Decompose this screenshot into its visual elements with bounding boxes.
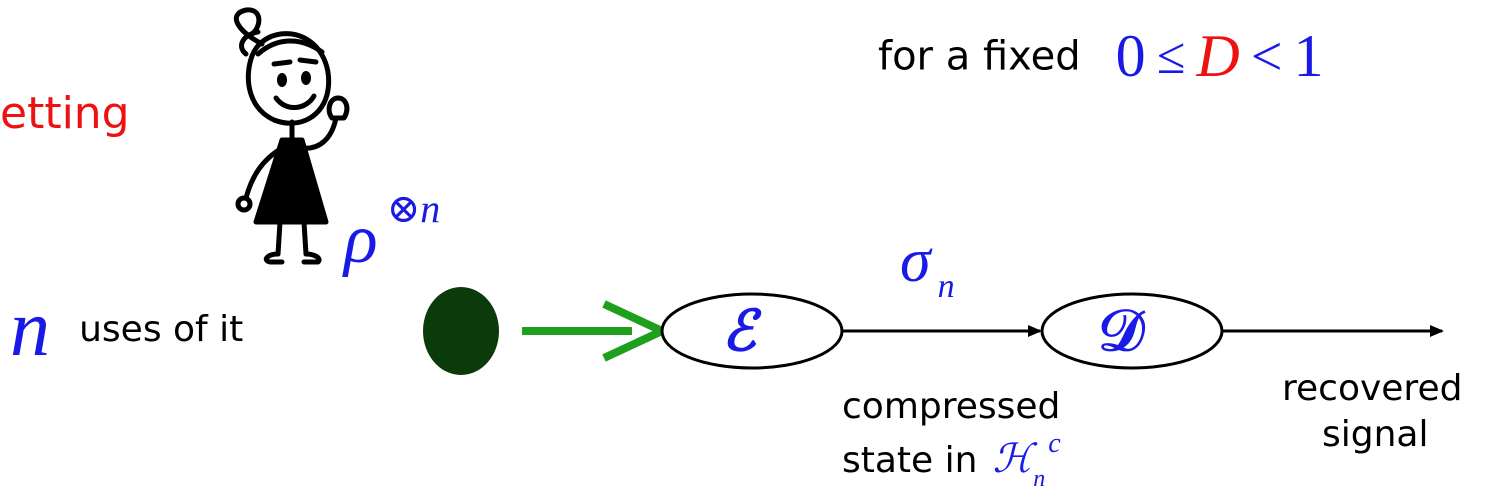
constraint-D: D [1196, 23, 1240, 89]
hilbert-space-symbol: ℋ [992, 436, 1033, 482]
constraint-lt: < [1250, 25, 1283, 88]
compressed-label-line1: compressed [842, 386, 1061, 427]
compressed-label-line2: state in ℋ n c [842, 428, 1061, 492]
output-label-line2: signal [1322, 414, 1429, 455]
compressed-label-text: state in [842, 440, 978, 481]
hilbert-subscript: n [1033, 466, 1046, 492]
decoder-symbol: 𝒟 [1098, 296, 1145, 364]
output-label-line1: recovered [1282, 368, 1463, 409]
sigma-symbol: σ [900, 227, 931, 295]
source-dot [423, 287, 499, 375]
rho-exponent: ⊗n [386, 186, 441, 231]
sigma-subscript: n [937, 268, 955, 305]
rho-symbol: ρ [344, 201, 378, 278]
n-symbol: n [10, 285, 50, 373]
uses-text: uses of it [79, 309, 244, 350]
compressed-state-symbol: σ n [900, 226, 955, 305]
encoder-symbol: ℰ [722, 298, 756, 364]
distortion-constraint: for a fixed 0 ≤ D < 1 [878, 22, 1324, 92]
input-arrow [522, 300, 672, 362]
hilbert-superscript: c [1048, 428, 1061, 459]
constraint-zero: 0 [1115, 23, 1146, 89]
constraint-prefix: for a fixed [878, 33, 1081, 80]
constraint-one: 1 [1293, 23, 1324, 89]
setting-heading: etting [0, 88, 130, 139]
uses-label: n uses of it [10, 284, 243, 375]
source-state-label: ρ ⊗n [344, 186, 440, 280]
constraint-leq: ≤ [1156, 28, 1186, 85]
